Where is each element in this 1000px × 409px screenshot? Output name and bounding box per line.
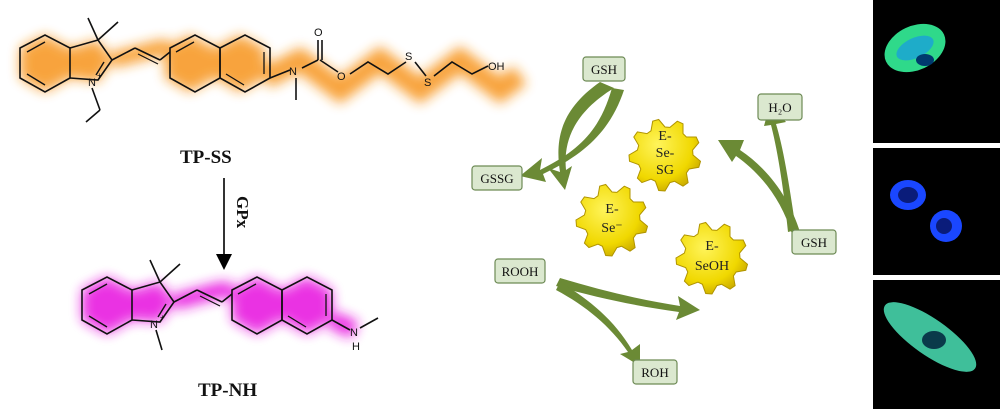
box-gsh-right-text: GSH [801, 235, 827, 250]
box-gsh-top-text: GSH [591, 62, 617, 77]
box-gssg: GSSG [471, 165, 523, 191]
tp-ss-atom-s1: S [405, 51, 412, 63]
box-rooh-text: ROOH [502, 264, 539, 279]
arrow-gsh-to-gssg [520, 88, 624, 182]
arrow-to-h2o [764, 104, 796, 232]
cycle-arrows [520, 82, 800, 366]
molecule-tp-nh: N + N H [81, 259, 379, 353]
gear-e-seoh [675, 221, 749, 295]
tp-ss-atom-oh: OH [488, 61, 505, 73]
arrow-rooh-to-roh [556, 282, 640, 366]
tp-ss-atom-carbonyl-o: O [314, 27, 323, 39]
arrow-rooh-to-seoh [556, 278, 700, 320]
box-gsh-top: GSH [582, 56, 626, 82]
gear-sg-shape [628, 118, 702, 192]
gear-sg-line2: Se- [656, 146, 675, 161]
tp-nh-atom-plus: + [160, 313, 165, 322]
cell-panel-3 [873, 280, 1000, 409]
tp-ss-atom-n-amide: N [289, 66, 297, 78]
box-roh: ROH [632, 359, 678, 385]
box-gssg-text: GSSG [480, 171, 513, 186]
tp-nh-atom-nh-h: H [352, 341, 360, 353]
tp-nh-label: TP-NH [198, 380, 257, 401]
tp-nh-atom-n: N [150, 319, 158, 331]
cell-panel-1 [873, 0, 1000, 143]
gear-seoh-line1: E- [705, 239, 719, 254]
arrow-gsh-to-se [548, 82, 614, 190]
gear-se-shape [575, 183, 649, 257]
cell-image-column [873, 0, 1000, 409]
gear-sg-line1: E- [658, 129, 672, 144]
gear-seoh-line2: SeOH [695, 259, 729, 274]
gear-e-se-minus [575, 183, 649, 257]
box-rooh: ROOH [494, 258, 546, 284]
gear-sg-line3: SG [656, 163, 674, 178]
gear-seoh-shape [675, 221, 749, 295]
tp-ss-label: TP-SS [180, 147, 232, 168]
tp-ss-atom-plus: + [97, 71, 102, 80]
tp-ss-atom-ester-o: O [337, 71, 346, 83]
box-h2o: H₂O [757, 93, 803, 121]
gear-e-se-sg [628, 118, 702, 192]
box-gsh-right: GSH [791, 229, 837, 255]
tp-nh-atom-nh-n: N [350, 327, 358, 339]
box-h2o-text: H₂O [768, 100, 791, 115]
enzyme-label-gpx: GPx [233, 196, 252, 229]
box-roh-text: ROH [641, 365, 668, 380]
tp-ss-atom-s2: S [424, 77, 431, 89]
tp-ss-atom-n: N [88, 77, 96, 89]
molecule-tp-ss: N + N O O S S OH [19, 17, 527, 123]
cell-panel-2 [873, 148, 1000, 275]
gear-se-line1: E- [605, 202, 619, 217]
gear-se-line2: Se⁻ [601, 221, 622, 236]
catalytic-cycle: E- Se- SG E- Se⁻ E- SeOH GSH H₂O GSSG GS… [471, 56, 837, 385]
